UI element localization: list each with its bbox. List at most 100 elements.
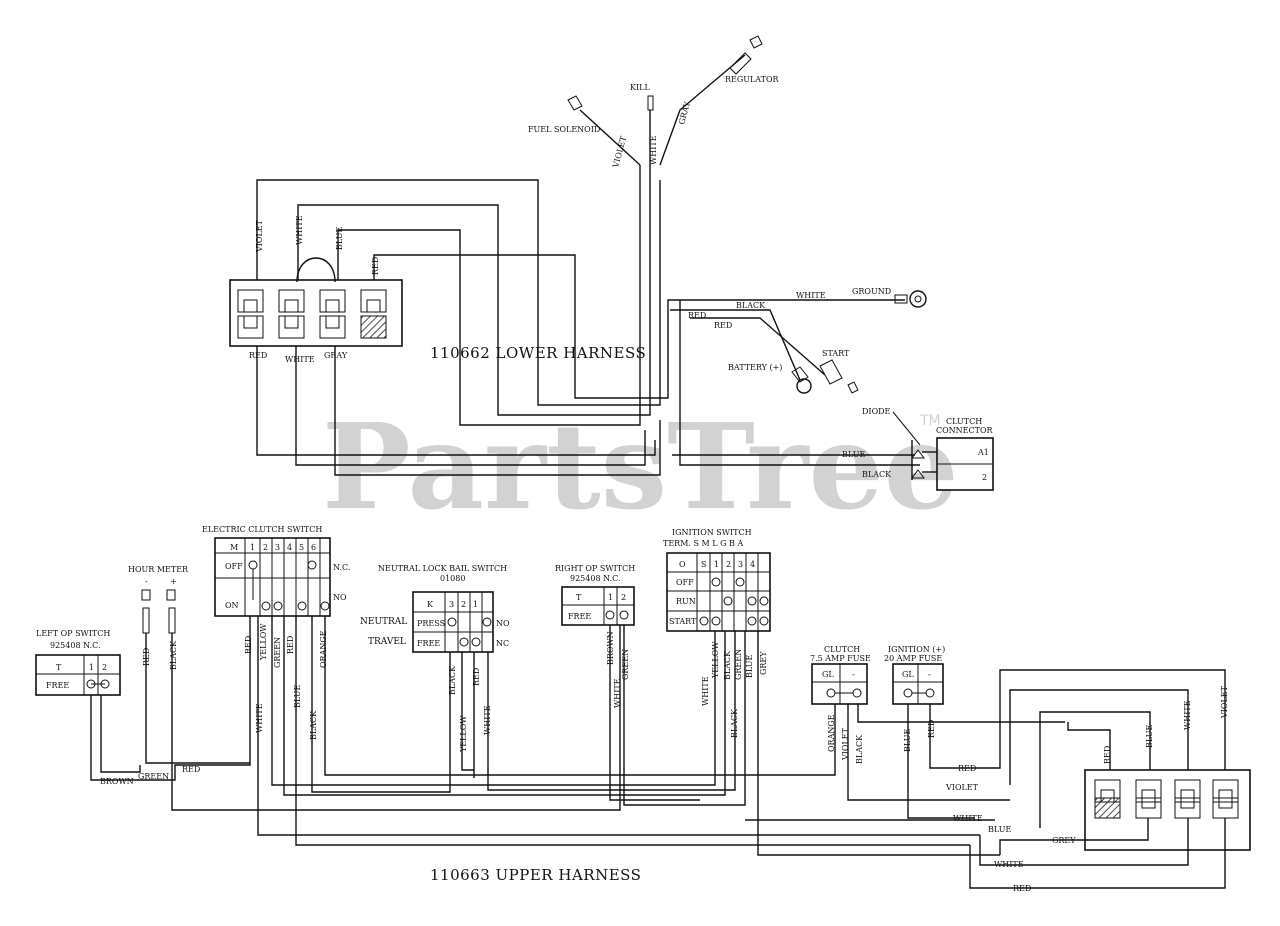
ecs-h-3: 3 (275, 543, 280, 552)
ig-h-2: 2 (726, 560, 731, 569)
ecs-h-1: 1 (250, 543, 255, 552)
left-op-switch-title: LEFT OP SWITCH (36, 629, 110, 638)
ecs-row-off: OFF (225, 562, 243, 571)
neutral-lock-title: NEUTRAL LOCK BAIL SWITCH (378, 564, 507, 573)
clutch-connector-title1: CLUTCH (946, 417, 982, 426)
clutch-connector (922, 437, 994, 491)
ecs-no: NO (333, 593, 347, 602)
nl-wire-yellow: YELLOW (459, 715, 468, 753)
ecs-h-4: 4 (287, 543, 292, 552)
wire-label-white-bottom: WHITE (285, 355, 315, 364)
ros-h-2: 2 (621, 593, 626, 602)
clutch-connector-pin2: 2 (982, 473, 987, 482)
ecs-wire-black: BLACK (309, 710, 318, 740)
diode-black-label: BLACK (862, 470, 892, 479)
ground-label: GROUND (852, 287, 891, 296)
lead-gray-label: GRAY (677, 100, 692, 125)
ignition-switch-title: IGNITION SWITCH (672, 528, 752, 537)
right-connector (1084, 769, 1251, 851)
ig-h-s: S (701, 560, 706, 569)
clutch-fuse-rating: 7.5 AMP FUSE (810, 654, 871, 663)
lower-harness-wires (256, 54, 920, 476)
ecs-h-6: 6 (311, 543, 316, 552)
ros-wire-brown: BROWN (606, 631, 615, 665)
kill-lead (647, 95, 654, 111)
clutch-connector-title2: CONNECTOR (936, 426, 994, 435)
ignition-fuse-title: IGNITION (+) (888, 645, 945, 654)
hm-wire-red: RED (142, 648, 151, 666)
hour-meter-minus: - (145, 577, 148, 586)
ecs-wire-orange: ORANGE (319, 630, 328, 668)
electric-clutch-switch-title: ELECTRIC CLUTCH SWITCH (202, 525, 322, 534)
hour-meter-plus: + (170, 577, 177, 586)
fuel-solenoid-lead (567, 95, 583, 111)
nl-wire-red: RED (472, 668, 481, 686)
red-lead-label-1: RED (688, 311, 706, 320)
upper-harness-title: 110663 UPPER HARNESS (430, 866, 641, 884)
ecs-wire-yellow: YELLOW (259, 623, 268, 661)
left-op-switch-part: 925408 N.C. (50, 641, 101, 650)
nl-h-k: K (427, 600, 434, 609)
start-terminal (819, 359, 859, 394)
ecs-wire-green: GREEN (273, 637, 282, 668)
ig-wire-grey: GREY (759, 651, 768, 675)
ig-row-start: START (669, 617, 697, 626)
ground-terminal (894, 290, 927, 308)
lower-harness-title: 110662 LOWER HARNESS (430, 344, 646, 362)
los-h-t: T (56, 663, 62, 672)
ig-h-4: 4 (750, 560, 755, 569)
diode-symbol (911, 440, 925, 480)
los-bottom-green: GREEN (138, 772, 169, 781)
los-bottom-red: RED (182, 765, 200, 774)
ig-h-3: 3 (738, 560, 743, 569)
ecs-h-2: 2 (263, 543, 268, 552)
wire-label-red: RED (371, 257, 380, 275)
nl-h-1: 1 (473, 600, 478, 609)
regulator-lead (729, 35, 763, 75)
ecs-h-5: 5 (299, 543, 304, 552)
kill-label: KILL (630, 83, 650, 92)
ig-wire-green: GREEN (734, 649, 743, 680)
rc-h-violet: VIOLET (945, 783, 979, 792)
diode-label: DIODE (862, 407, 891, 416)
ground-white-label: WHITE (796, 291, 826, 300)
ig-wire-white: WHITE (701, 676, 710, 706)
ecs-wire-white: WHITE (255, 703, 264, 733)
ignition-switch-term: TERM. S M L G B A (663, 539, 743, 548)
nl-h-2: 2 (461, 600, 466, 609)
if-wire-red: RED (927, 720, 936, 738)
los-h-1: 1 (89, 663, 94, 672)
ecs-wire-red2: RED (286, 636, 295, 654)
left-op-switch (35, 654, 121, 696)
cf-h-gl: GL (822, 670, 834, 679)
right-op-switch (561, 586, 635, 626)
clutch-connector-pin1: A1 (977, 448, 989, 457)
ig-wire-black-lower: BLACK (730, 708, 739, 738)
rc-h-red: RED (958, 764, 976, 773)
regulator-label: REGULATOR (725, 75, 780, 84)
nl-side-travel: TRAVEL (368, 637, 406, 647)
wire-label-red-bottom: RED (249, 351, 267, 360)
rc-h-white2: WHITE (994, 860, 1024, 869)
ros-h-t: T (576, 593, 582, 602)
ecs-h-m: M (230, 543, 238, 552)
hm-wire-black: BLACK (169, 640, 178, 670)
clutch-fuse (811, 663, 868, 705)
cf-wire-black: BLACK (855, 734, 864, 764)
ig-row-off: OFF (676, 578, 694, 587)
wire-label-white: WHITE (295, 215, 304, 245)
ig-wire-black: BLACK (723, 650, 732, 680)
upper-harness-wires (90, 616, 1226, 889)
if-wire-blue: BLUE (903, 729, 912, 752)
los-row-free: FREE (46, 681, 69, 690)
ecs-row-on: ON (225, 601, 239, 610)
ignition-fuse (892, 663, 944, 705)
ig-h-o: O (679, 560, 686, 569)
ros-wire-white: WHITE (613, 678, 622, 708)
if-h-gl: GL (902, 670, 914, 679)
lower-harness-connector (229, 257, 403, 347)
wire-label-blue: BLUE (335, 227, 344, 250)
clutch-fuse-title: CLUTCH (824, 645, 860, 654)
right-op-switch-part: 925408 N.C. (570, 574, 621, 583)
